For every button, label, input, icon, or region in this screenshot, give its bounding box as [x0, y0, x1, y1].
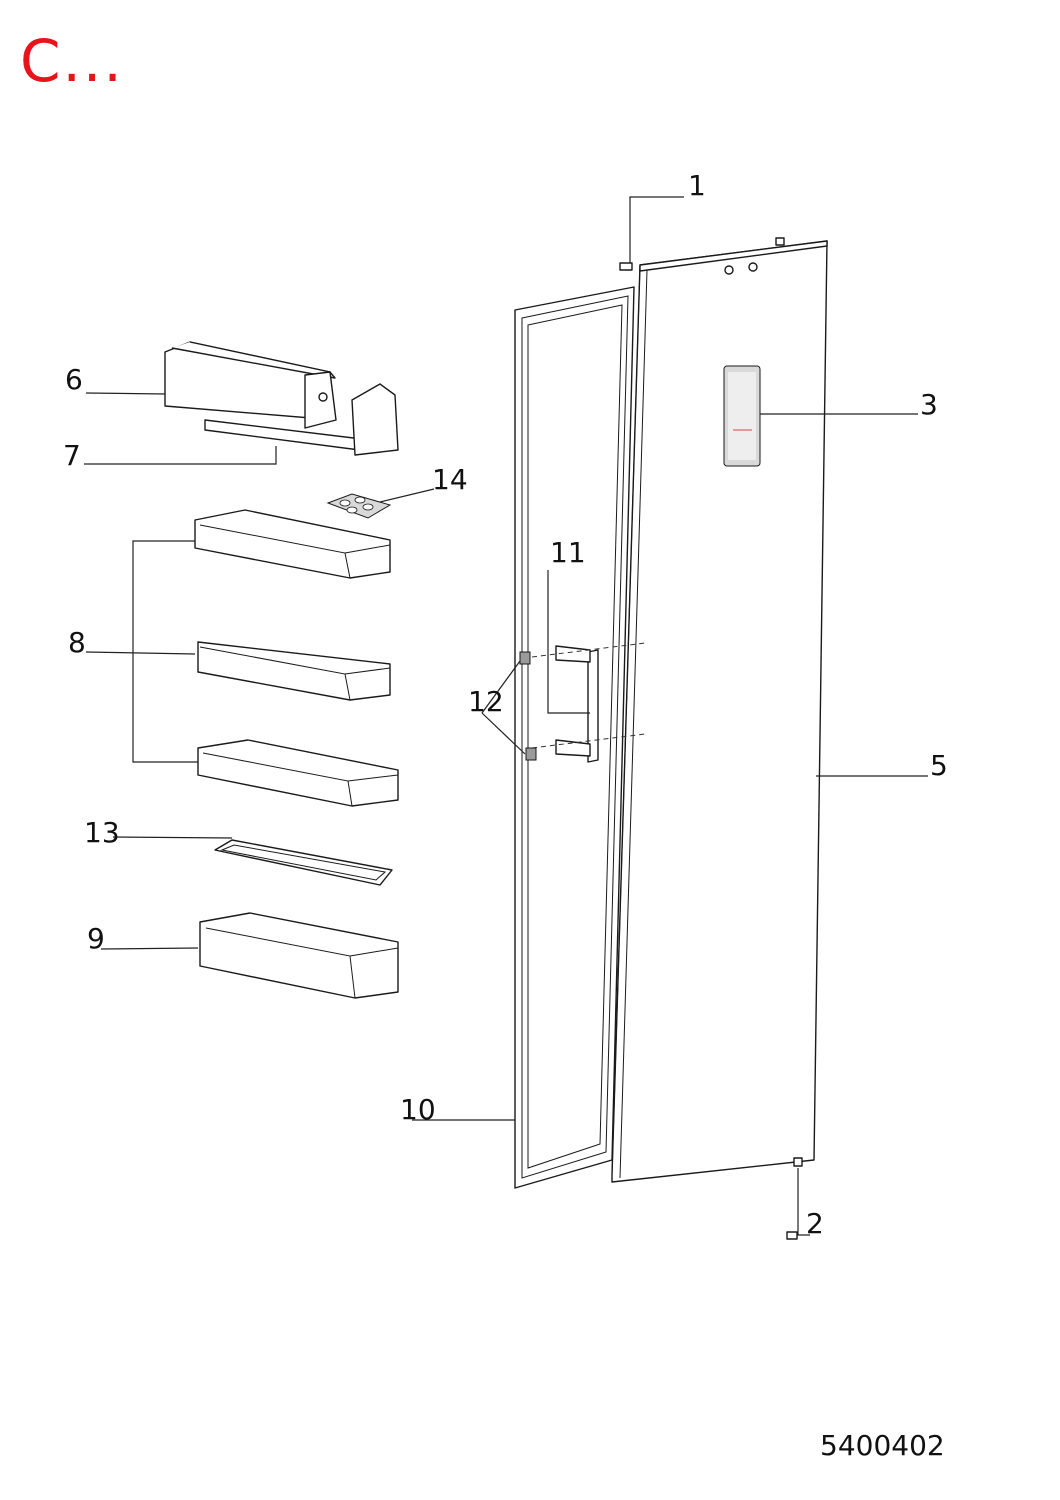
door-panel: [611, 237, 828, 1183]
door-shelf-lower: [197, 739, 399, 807]
callout-7: 7: [63, 439, 81, 472]
callout-1: 1: [688, 169, 706, 202]
callout-9: 9: [87, 922, 105, 955]
diagram-heading: C...: [20, 27, 124, 95]
callout-10: 10: [400, 1093, 436, 1126]
callout-3: 3: [920, 388, 938, 421]
callout-11: 11: [550, 536, 586, 569]
lower-hinge-pin: [786, 1157, 803, 1240]
door-shelf-middle: [197, 641, 391, 701]
dairy-compartment: [164, 341, 399, 456]
callout-5: 5: [930, 749, 948, 782]
callout-13: 13: [84, 816, 120, 849]
callout-12: 12: [468, 685, 504, 718]
drawing-number: 5400402: [820, 1429, 945, 1462]
bottle-shelf: [199, 912, 399, 999]
leader-lines: [84, 196, 928, 1236]
egg-tray: [326, 493, 392, 519]
callout-14: 14: [432, 463, 468, 496]
control-panel: [723, 365, 761, 467]
door-handle: [531, 642, 646, 763]
handle-caps: [519, 651, 537, 761]
callout-6: 6: [65, 363, 83, 396]
callout-2: 2: [806, 1207, 824, 1240]
door-shelf-upper: [194, 509, 391, 579]
callout-labels: 1 2 3 5 6 7 8 9 10 11 12 13 14: [63, 169, 948, 1240]
upper-hinge-pin: [619, 262, 633, 271]
callout-8: 8: [68, 626, 86, 659]
shelf-insert: [214, 839, 393, 886]
